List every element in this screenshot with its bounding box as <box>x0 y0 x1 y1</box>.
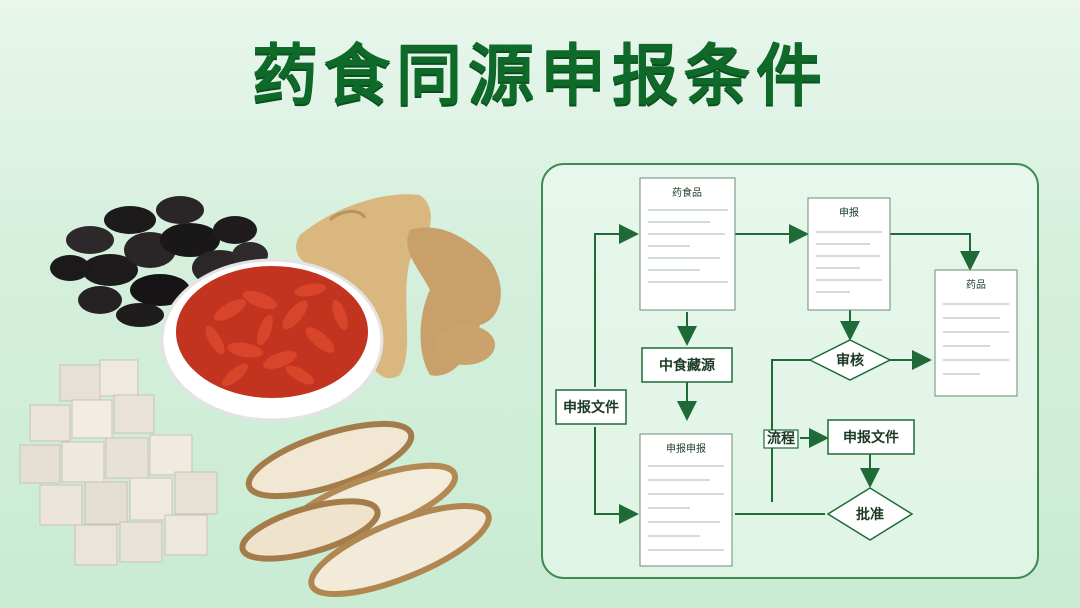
document-card-3: 药品 <box>934 269 1018 397</box>
flow-box-left-label: 申报文件 <box>563 399 619 416</box>
flow-diamond-bottom-label: 批准 <box>856 506 884 523</box>
flow-box-right: 申报文件 <box>827 419 915 455</box>
flow-box-small: 流程 <box>763 429 799 449</box>
flow-diamond-bottom: 批准 <box>826 487 914 541</box>
document-card-4-title: 申报申报 <box>666 442 706 455</box>
ginger-root-image <box>296 194 501 379</box>
herbal-ingredients-illustration <box>19 194 501 598</box>
flow-box-center: 中食藏源 <box>641 347 733 383</box>
poria-cubes-image <box>19 359 218 566</box>
document-card-3-title: 药品 <box>966 279 986 291</box>
flow-box-left: 申报文件 <box>555 389 627 425</box>
yam-slices-image <box>239 420 492 598</box>
flow-box-right-label: 申报文件 <box>843 429 899 446</box>
flow-diamond-top-label: 审核 <box>836 352 864 369</box>
flow-diamond-top: 审核 <box>808 339 892 381</box>
document-card-2: 申报 <box>807 197 891 311</box>
goji-bowl-image <box>160 258 384 422</box>
document-card-4: 申报申报 <box>639 433 733 567</box>
application-flowchart: 药食品 申报 药品 申报申报 中食藏源 申报文件 流程 申报文件 审核 <box>541 163 1039 579</box>
document-card-1-title: 药食品 <box>672 186 702 199</box>
page-title: 药食同源申报条件 <box>252 37 828 114</box>
flow-box-small-label: 流程 <box>767 430 795 447</box>
document-card-1: 药食品 <box>639 177 736 311</box>
document-card-2-title: 申报 <box>839 206 859 219</box>
flow-box-center-label: 中食藏源 <box>659 357 715 374</box>
flow-connectors <box>594 224 980 524</box>
